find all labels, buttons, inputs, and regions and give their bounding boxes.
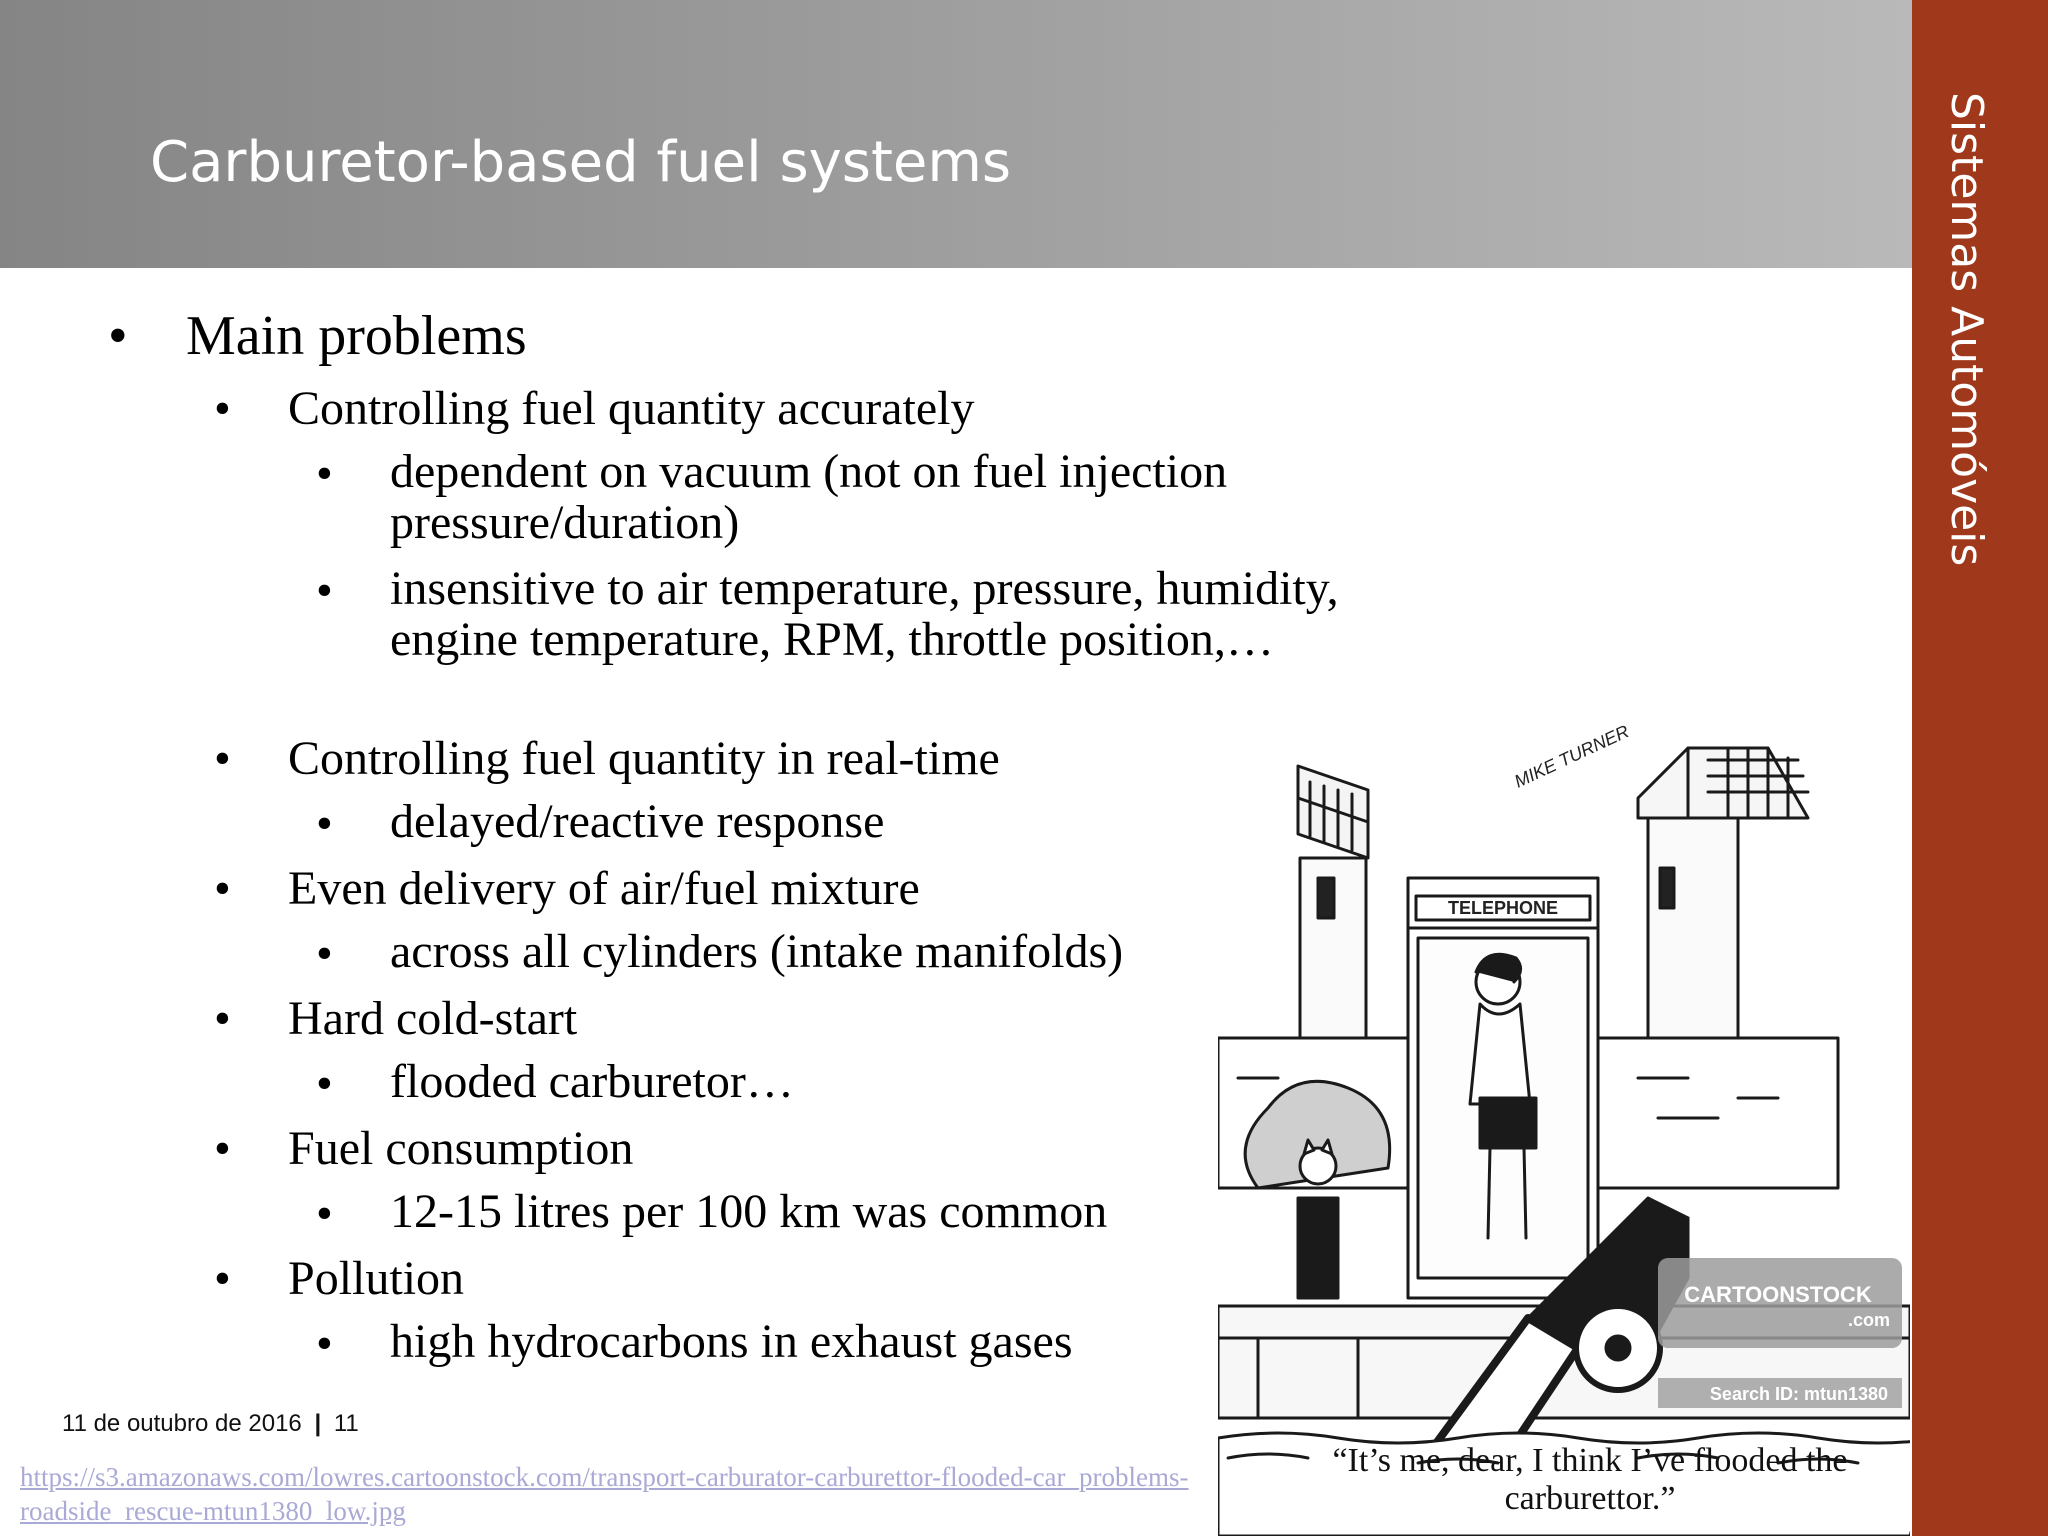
cartoon-illustration: MIKE TURNER TELEPHONE CARTOONSTOCK .com … (1218, 718, 1910, 1536)
source-link[interactable]: https://s3.amazonaws.com/lowres.cartoons… (20, 1462, 1189, 1526)
bullet-marker: • (316, 1187, 333, 1240)
booth-sign: TELEPHONE (1448, 898, 1558, 918)
bullet-marker: • (316, 447, 333, 500)
bullet-marker: • (214, 382, 231, 435)
bullet-marker: • (214, 862, 231, 915)
bullet-marker: • (316, 564, 333, 617)
bullet-marker: • (214, 732, 231, 785)
footer-date: 11 de outubro de 2016 (62, 1410, 302, 1437)
bullet-marker: • (214, 1252, 231, 1305)
bullet-list: • Main problems • Controlling fuel quant… (108, 305, 1339, 1370)
watermark-domain: .com (1848, 1310, 1890, 1330)
footer-separator: | (314, 1410, 322, 1437)
bullet-marker: • (214, 992, 231, 1045)
slide-footer: 11 de outubro de 2016 | 11 (62, 1410, 359, 1438)
bullet-marker: • (316, 927, 333, 980)
sidebar-band (1912, 0, 2048, 1536)
cartoon-caption: “It’s me, dear, I think I’ve flooded the… (1332, 1442, 1848, 1517)
bullet-marker: • (316, 1317, 333, 1370)
bullet-marker: • (316, 797, 333, 850)
bullet-marker: • (316, 1057, 333, 1110)
search-id: Search ID: mtun1380 (1710, 1384, 1888, 1404)
watermark: CARTOONSTOCK (1684, 1282, 1872, 1307)
slide-title: Carburetor-based fuel systems (150, 130, 1012, 195)
title-bar: Carburetor-based fuel systems (0, 0, 1912, 268)
bullet-marker: • (108, 305, 128, 367)
sidebar-label: Sistemas Automóveis (1941, 92, 1992, 567)
bullet-marker: • (214, 1122, 231, 1175)
page-number: 11 (333, 1410, 359, 1437)
